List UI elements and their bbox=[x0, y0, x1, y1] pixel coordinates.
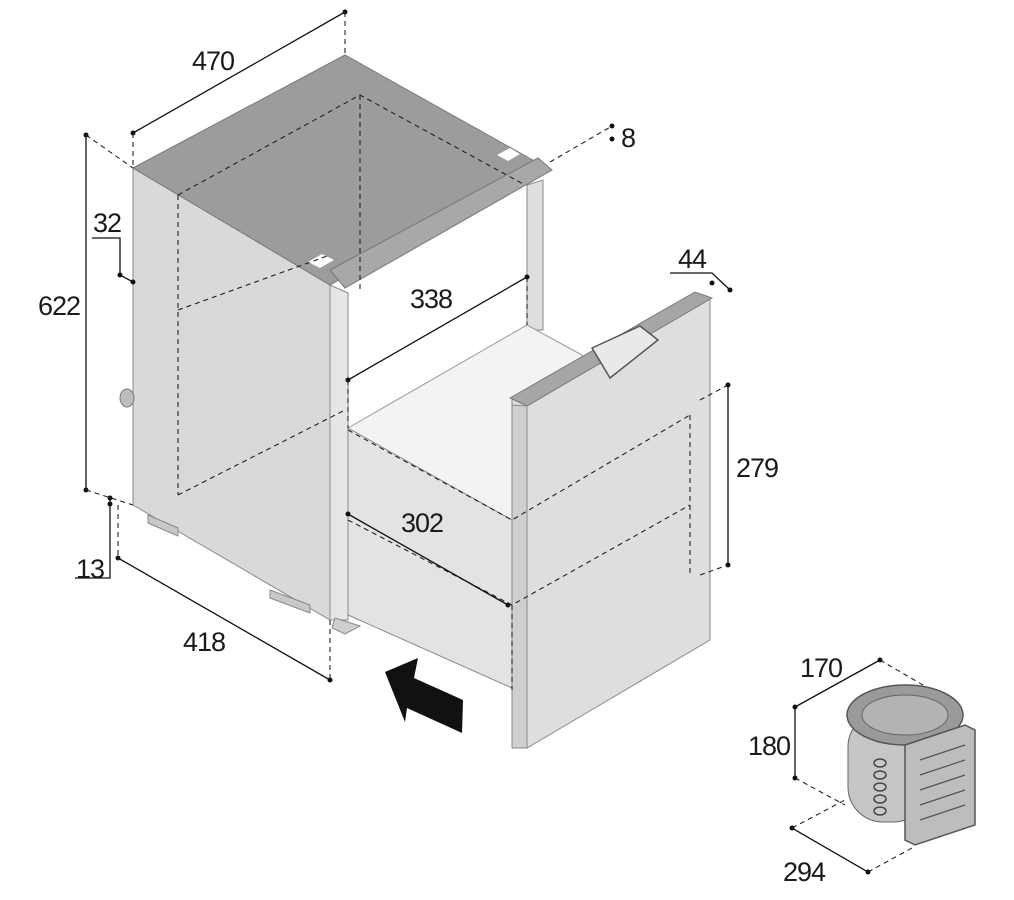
compressor-unit bbox=[846, 684, 976, 846]
label-drawer-depth: 302 bbox=[401, 508, 443, 538]
label-depth-bottom: 418 bbox=[183, 627, 225, 657]
drawer-hidden-1 bbox=[347, 414, 691, 521]
top-clip-left bbox=[308, 254, 334, 268]
top-clip-right bbox=[497, 148, 520, 161]
drawer bbox=[347, 291, 714, 749]
compressor-coil bbox=[873, 758, 887, 816]
cabinet-foot-left bbox=[147, 514, 179, 537]
cabinet-front-frame bbox=[329, 284, 349, 621]
label-bottom-offset: 13 bbox=[76, 554, 104, 584]
label-rail-thickness: 8 bbox=[621, 123, 635, 153]
label-drawer-front-height: 279 bbox=[736, 453, 778, 483]
drawer-handle bbox=[590, 325, 660, 380]
label-drawer-inner-width: 338 bbox=[410, 284, 452, 314]
label-compressor-length: 294 bbox=[783, 857, 826, 887]
dimension-lines bbox=[75, 9, 941, 875]
side-knob bbox=[119, 388, 135, 408]
insert-direction-arrow bbox=[385, 658, 463, 733]
cabinet-hidden-bottom bbox=[177, 409, 346, 496]
dimension-labels: 470 8 32 622 44 338 279 302 13 418 170 1… bbox=[38, 46, 843, 887]
cabinet-back-post bbox=[526, 179, 544, 331]
label-compressor-depth: 170 bbox=[800, 653, 842, 683]
cabinet-foot-front bbox=[331, 617, 362, 635]
label-height-total: 622 bbox=[38, 291, 80, 321]
compressor-top-inner bbox=[861, 694, 949, 736]
label-top-offset: 32 bbox=[93, 208, 121, 238]
drawer-front-thickness bbox=[511, 404, 528, 749]
cabinet bbox=[119, 54, 553, 635]
cabinet-foot-right bbox=[269, 589, 311, 614]
label-compressor-height: 180 bbox=[748, 731, 790, 761]
label-drawer-front-thickness: 44 bbox=[678, 244, 707, 274]
compressor-grille bbox=[904, 724, 976, 846]
label-width-top: 470 bbox=[192, 46, 234, 76]
cabinet-top-rail bbox=[329, 157, 553, 289]
